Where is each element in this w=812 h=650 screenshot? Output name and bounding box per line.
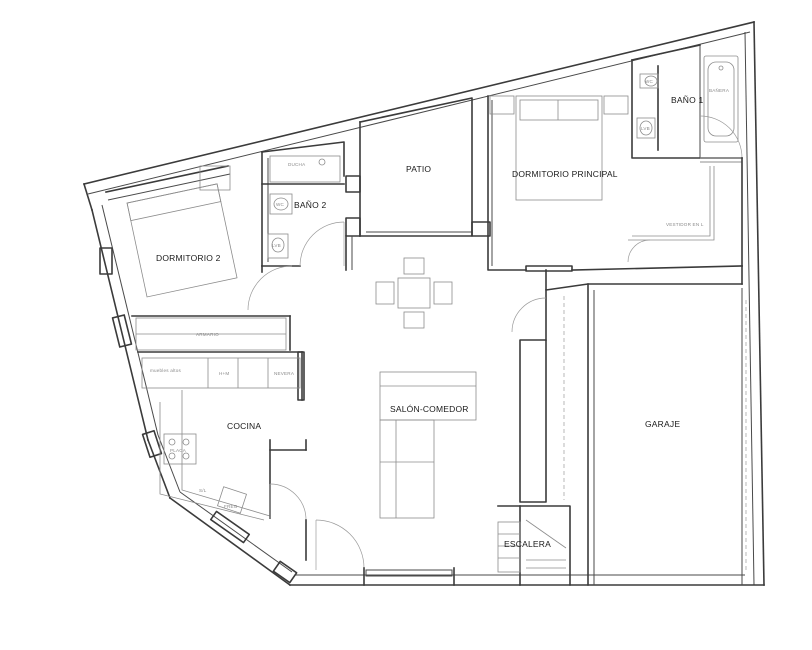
label-lvb-2: LVB: [272, 243, 281, 248]
label-fregadero: FREG: [224, 504, 238, 509]
room-dormitorio-2: DORMITORIO 2 ARMARIO: [105, 165, 293, 351]
label-dormitorio-principal: DORMITORIO PRINCIPAL: [512, 169, 618, 179]
room-bano-1: BAÑO 1 WC BAÑERA LVB: [631, 44, 743, 163]
label-wc-2: WC: [276, 202, 285, 207]
label-cocina: COCINA: [227, 421, 261, 431]
label-salon-comedor: SALÓN-COMEDOR: [390, 404, 469, 414]
label-escalera: ESCALERA: [504, 539, 551, 549]
label-muebles-altos: muebles altos: [150, 368, 181, 373]
label-hm: H+M: [219, 371, 229, 376]
label-nevera: NEVERA: [274, 371, 295, 376]
label-bano-2: BAÑO 2: [294, 200, 326, 210]
room-salon-comedor: SALÓN-COMEDOR: [315, 257, 477, 586]
label-banera: BAÑERA: [709, 87, 730, 93]
label-lvb-1: LVB: [641, 126, 650, 131]
label-armario: ARMARIO: [196, 332, 219, 337]
label-dormitorio-2: DORMITORIO 2: [156, 253, 221, 263]
room-cocina: COCINA muebles altos H+M NEVERA PLACA S/…: [137, 351, 307, 561]
label-garaje: GARAJE: [645, 419, 680, 429]
room-bano-2: BAÑO 2 DUCHA WC LVB: [261, 141, 345, 267]
label-wc-1: WC: [645, 79, 654, 84]
room-garaje: GARAJE: [511, 265, 747, 586]
label-bano-1: BAÑO 1: [671, 95, 703, 105]
room-escalera: ESCALERA: [497, 505, 571, 586]
room-patio: PATIO: [345, 97, 491, 271]
label-sl: S/L: [199, 488, 207, 493]
room-dormitorio-principal: DORMITORIO PRINCIPAL VESTIDOR EN L: [487, 95, 743, 272]
label-ducha: DUCHA: [288, 162, 306, 167]
label-vestidor: VESTIDOR EN L: [666, 222, 704, 227]
label-patio: PATIO: [406, 164, 431, 174]
label-placa: PLACA: [170, 448, 187, 453]
